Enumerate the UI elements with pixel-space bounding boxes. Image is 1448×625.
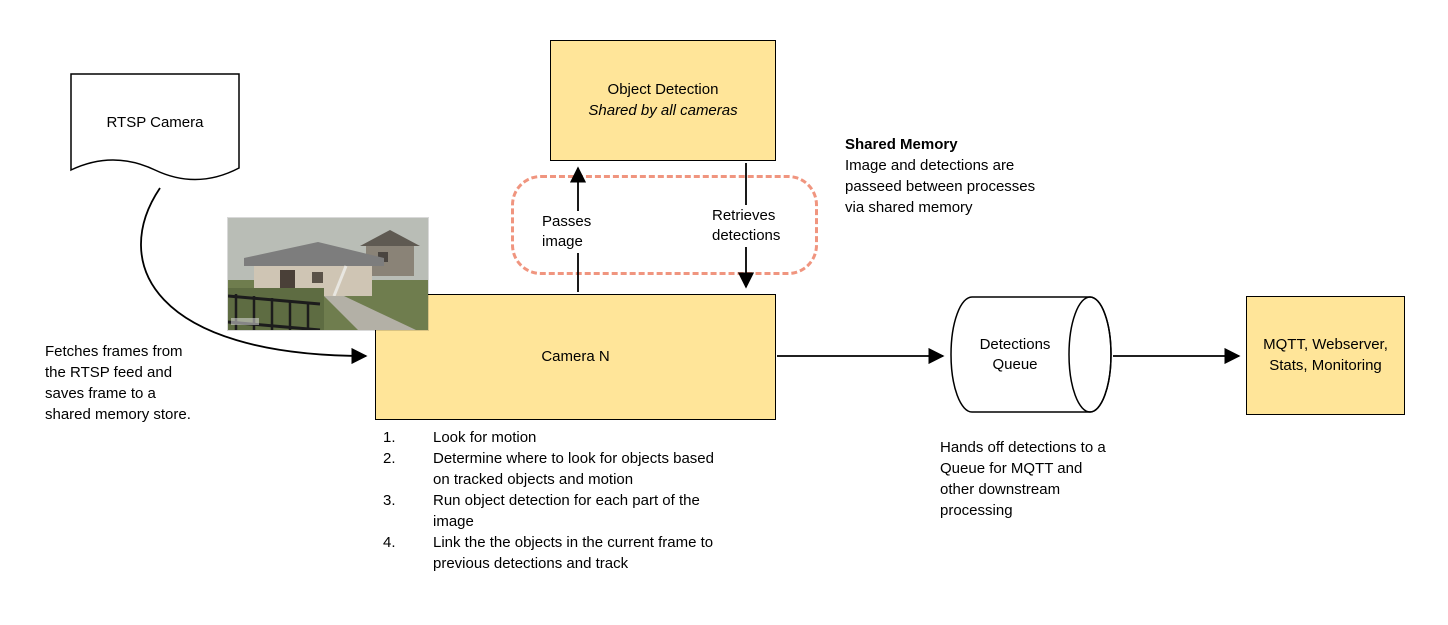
- camera-n-label: Camera N: [541, 347, 610, 365]
- retrieves-detections-label: Retrieves detections: [710, 205, 794, 247]
- camera-step-1: Look for motion: [383, 427, 755, 448]
- shared-memory-note-body: Image and detections are passeed between…: [845, 157, 1036, 216]
- passes-image-label: Passes image: [540, 211, 602, 253]
- camera-step-2: Determine where to look for objects base…: [383, 448, 755, 490]
- camera-snapshot-image: [227, 218, 428, 332]
- shared-memory-note: Shared Memory Image and detections are p…: [845, 134, 1040, 218]
- outputs-node: MQTT, Webserver, Stats, Monitoring: [1246, 296, 1405, 415]
- outputs-label: MQTT, Webserver, Stats, Monitoring: [1263, 336, 1388, 374]
- document-shape: [70, 73, 240, 181]
- camera-step-3: Run object detection for each part of th…: [383, 490, 755, 532]
- camera-n-node: Camera N: [375, 294, 776, 420]
- camera-step-1-text: Look for motion: [433, 429, 537, 446]
- rtsp-camera-node: RTSP Camera: [70, 73, 240, 198]
- object-detection-node: Object Detection Shared by all cameras: [550, 40, 776, 161]
- queue-note: Hands off detections to a Queue for MQTT…: [940, 439, 1106, 519]
- camera-step-3-text: Run object detection for each part of th…: [433, 492, 700, 530]
- camera-snapshot-scene: [227, 218, 428, 332]
- shared-memory-note-title: Shared Memory: [845, 136, 958, 153]
- detections-queue-label: Detections Queue: [979, 335, 1051, 373]
- shared-memory-region: [511, 175, 818, 275]
- detections-queue-node: Detections Queue: [950, 296, 1112, 414]
- camera-steps-list: Look for motion Determine where to look …: [383, 427, 755, 574]
- camera-step-4-text: Link the the objects in the current fram…: [433, 534, 714, 572]
- fetch-note: Fetches frames from the RTSP feed and sa…: [45, 343, 191, 423]
- object-detection-title: Object Detection: [607, 81, 719, 99]
- rtsp-camera-label: RTSP Camera: [106, 113, 204, 131]
- camera-step-4: Link the the objects in the current fram…: [383, 532, 755, 574]
- camera-step-2-text: Determine where to look for objects base…: [433, 450, 714, 488]
- object-detection-subtitle: Shared by all cameras: [588, 101, 738, 119]
- queue-cylinder-shape: [950, 296, 1112, 413]
